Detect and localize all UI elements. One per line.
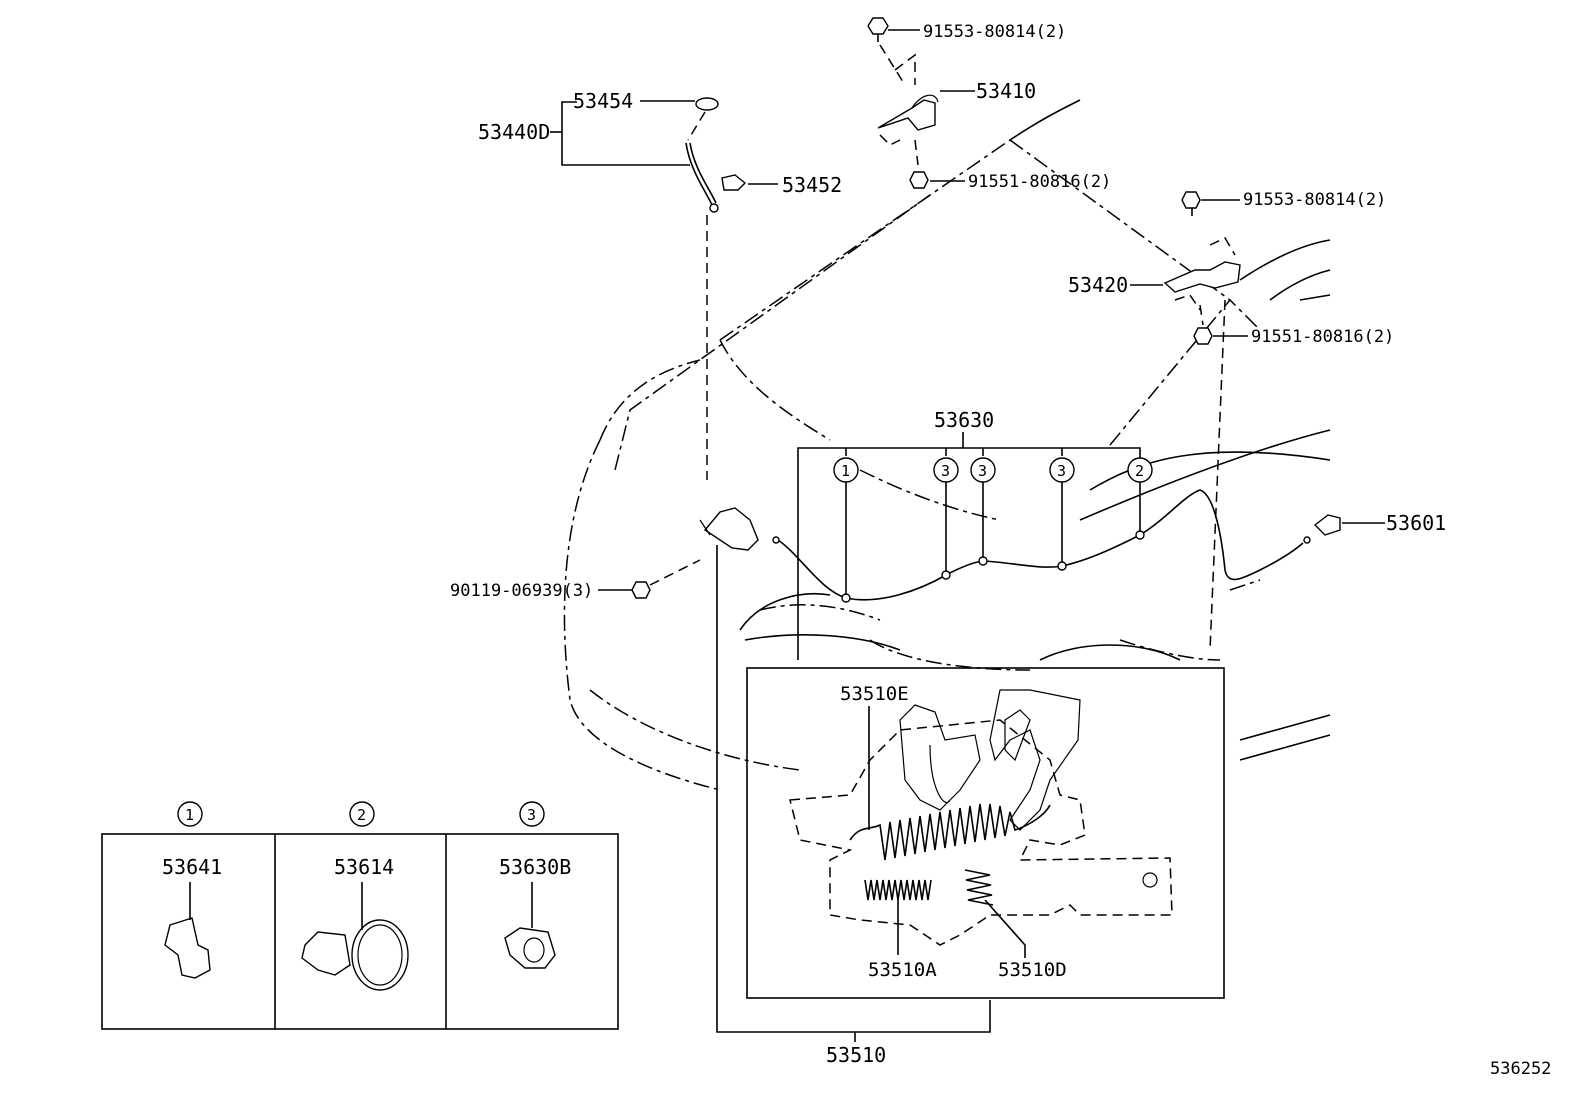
clamp-53614	[301, 931, 351, 976]
label-53440d: 53440D	[478, 120, 550, 144]
hinge-53420	[1163, 261, 1241, 293]
label-53420: 53420	[1068, 273, 1128, 297]
callout-number-1: 1	[841, 462, 850, 480]
vehicle-outline	[563, 139, 1261, 791]
hinge-53410	[877, 99, 936, 131]
body-lines	[739, 99, 1331, 761]
label-53510: 53510	[826, 1043, 886, 1067]
hood-lock-group	[598, 507, 991, 1042]
callout-number-2: 2	[1135, 462, 1144, 480]
release-handle-53601	[1313, 514, 1341, 536]
clamp-53630b	[504, 927, 556, 969]
label-53601: 53601	[1386, 511, 1446, 535]
label-53454: 53454	[573, 89, 633, 113]
callout-clamp-3a	[933, 457, 959, 574]
fastener-legend	[101, 801, 619, 1030]
hinge-right-group	[1130, 191, 1248, 345]
label-53510e: 53510E	[840, 683, 909, 705]
bolt-91553-top	[867, 17, 889, 35]
hood-support-group	[550, 97, 778, 480]
bolt-91551-right	[1193, 327, 1213, 345]
label-91551-right: 91551-80816(2)	[1251, 327, 1394, 347]
legend-marker-3: 3	[527, 806, 536, 824]
hinge-left-group	[867, 17, 975, 189]
callout-numbers: 1 3 3 3 2 1 2 3	[185, 462, 1144, 824]
release-cable-group	[777, 432, 1385, 660]
hood-lock-53510	[703, 507, 759, 551]
bolt-91553-right	[1181, 191, 1201, 209]
callout-clamp-2	[1127, 457, 1153, 533]
legend-marker-1: 1	[185, 806, 194, 824]
label-53410: 53410	[976, 79, 1036, 103]
callout-number-3a: 3	[941, 462, 950, 480]
part-labels: 53454 53440D 53452 91553-80814(2) 53410 …	[162, 22, 1551, 1079]
clip-53452	[721, 174, 747, 191]
grommet-53454	[695, 97, 719, 111]
label-53614: 53614	[334, 855, 394, 879]
callout-clamp-3c	[1049, 457, 1075, 565]
label-91551-top: 91551-80816(2)	[968, 172, 1111, 192]
label-53452: 53452	[782, 173, 842, 197]
label-53641: 53641	[162, 855, 222, 879]
label-91553-top: 91553-80814(2)	[923, 22, 1066, 42]
label-53510d: 53510D	[998, 959, 1067, 981]
label-90119: 90119-06939(3)	[450, 581, 593, 601]
callout-number-3b: 3	[978, 462, 987, 480]
callout-clamp-1	[833, 457, 859, 594]
label-53630: 53630	[934, 408, 994, 432]
latch-detail-box	[746, 667, 1225, 999]
reference-code: 536252	[1490, 1059, 1551, 1079]
callout-clamp-3b	[970, 457, 996, 560]
clip-53641	[164, 917, 211, 979]
bolt-90119	[631, 581, 651, 599]
callout-number-3c: 3	[1057, 462, 1066, 480]
legend-marker-2: 2	[357, 806, 366, 824]
bolt-91551-top	[909, 171, 929, 189]
label-91553-right: 91553-80814(2)	[1243, 190, 1386, 210]
label-53630b: 53630B	[499, 855, 571, 879]
label-53510a: 53510A	[868, 959, 937, 981]
